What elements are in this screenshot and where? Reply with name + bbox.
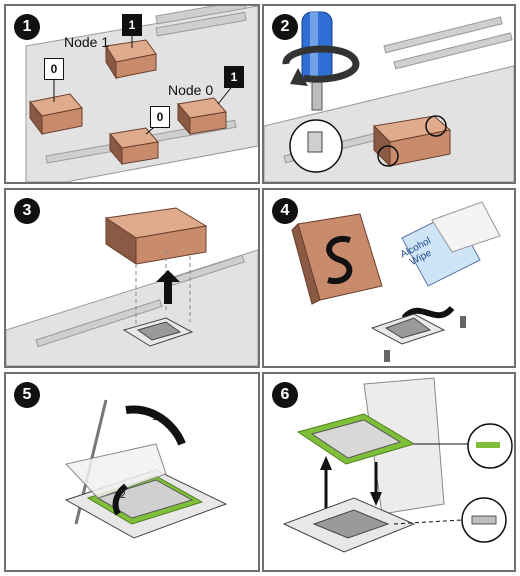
lift-arrow-icon (112, 483, 128, 516)
step-3-illustration (6, 207, 258, 366)
rotate-arrow-icon (282, 45, 360, 83)
step-2-illustration (264, 11, 514, 182)
arrow-1-label: 1 (152, 412, 158, 423)
heatsink-node0-cpu1 (177, 97, 227, 136)
step-1-badge: 1 (14, 14, 40, 40)
cpu-tag-node0-upper: 1 (224, 66, 244, 88)
step-3-badge: 3 (14, 198, 40, 224)
step-6-badge: 6 (272, 382, 298, 408)
step-1-panel: 1 (4, 4, 260, 184)
node1-label: Node 1 (64, 34, 110, 50)
step-6-panel: 6 (262, 372, 516, 572)
cpu-tag-node0-lower: 0 (150, 106, 170, 128)
step-5-illustration (64, 399, 228, 539)
cpu-socket (122, 317, 194, 347)
heatsink-node0-cpu0 (109, 127, 159, 166)
heatsink-node1-cpu0 (29, 93, 83, 136)
screwdriver-icon (301, 11, 333, 111)
lever-arrow-icon (125, 405, 186, 446)
step-1-illustration (25, 6, 258, 182)
step-5-panel: 5 1 2 (4, 372, 260, 572)
step-5-badge: 5 (14, 382, 40, 408)
cpu-socket-open (64, 443, 228, 539)
step-2-badge: 2 (272, 14, 298, 40)
step-4-illustration (291, 201, 501, 362)
cpu-socket (282, 497, 416, 553)
cpu-tag-node1-upper: 1 (122, 14, 142, 36)
s-arrow-icon (326, 235, 353, 285)
up-arrow-icon (156, 270, 180, 304)
step-6-illustration (282, 377, 513, 553)
lifted-heatsink (104, 207, 208, 265)
step-4-panel: 4 Alcohol Wipe (262, 188, 516, 368)
step-4-badge: 4 (272, 198, 298, 224)
alcohol-wipe (401, 201, 501, 287)
arrow-2-label: 2 (120, 490, 126, 501)
node0-label: Node 0 (168, 82, 214, 98)
cpu-tag-node1-lower: 0 (44, 58, 64, 80)
heatsink-node1-cpu1 (105, 39, 157, 80)
curved-arrow-icon (401, 305, 455, 321)
step-2-panel: 2 (262, 4, 516, 184)
step-3-panel: 3 (4, 188, 260, 368)
cpu-socket (370, 313, 446, 345)
